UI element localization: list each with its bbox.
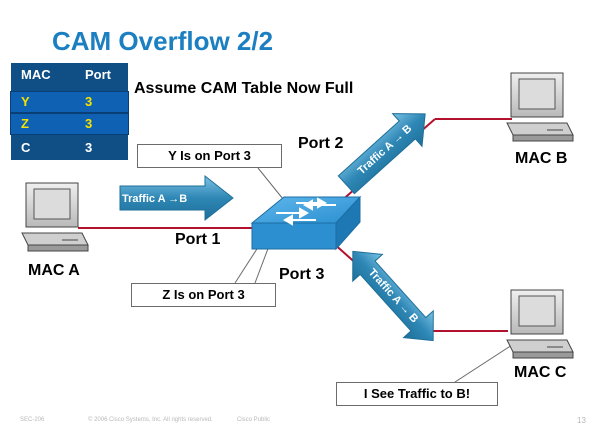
footer-copyright: © 2006 Cisco Systems, Inc. All rights re… bbox=[88, 417, 213, 423]
callout-c-sees-traffic: I See Traffic to B! bbox=[336, 382, 498, 406]
pointer-y bbox=[257, 167, 284, 200]
cam-cell-mac: Z bbox=[21, 116, 29, 131]
cam-header-port: Port bbox=[85, 67, 111, 82]
cam-cell-port: 3 bbox=[85, 140, 93, 155]
host-label-b: MAC B bbox=[515, 150, 568, 167]
slide-title: CAM Overflow 2/2 bbox=[52, 26, 274, 56]
port-3-label: Port 3 bbox=[279, 266, 325, 283]
traffic-arrow-a-b bbox=[119, 174, 234, 222]
traffic-arrow-port2 bbox=[337, 113, 426, 195]
port-2-label: Port 2 bbox=[298, 135, 344, 152]
switch-icon bbox=[250, 195, 362, 251]
traffic-label-port3: Traffic A → B bbox=[366, 267, 421, 326]
cam-table-row: C 3 bbox=[11, 138, 128, 158]
host-label-a: MAC A bbox=[28, 262, 80, 279]
port-1-label: Port 1 bbox=[175, 231, 221, 248]
cam-cell-mac: Y bbox=[21, 94, 30, 109]
cam-cell-port: 3 bbox=[85, 116, 93, 131]
cam-table-row: Z 3 bbox=[10, 113, 129, 135]
computer-icon bbox=[21, 182, 89, 252]
computer-icon bbox=[506, 72, 574, 142]
pointer-c bbox=[454, 344, 513, 383]
cam-cell-port: 3 bbox=[85, 94, 93, 109]
callout-y-port3: Y Is on Port 3 bbox=[137, 144, 282, 168]
callout-z-port3: Z Is on Port 3 bbox=[131, 283, 276, 307]
host-label-c: MAC C bbox=[514, 364, 567, 381]
cam-header-mac: MAC bbox=[21, 67, 51, 82]
cam-table: MAC Port Y 3 Z 3 C 3 bbox=[10, 63, 129, 160]
traffic-arrow-port3 bbox=[352, 250, 434, 342]
cam-table-row: Y 3 bbox=[10, 91, 129, 113]
footer-code: SEC-206 bbox=[20, 417, 45, 423]
page-number: 13 bbox=[577, 416, 586, 425]
assumption-text: Assume CAM Table Now Full bbox=[134, 80, 354, 97]
cam-table-header: MAC Port bbox=[11, 65, 128, 85]
traffic-label-port2: Traffic A → B bbox=[356, 123, 415, 178]
footer-classification: Cisco Public bbox=[237, 417, 271, 423]
computer-icon bbox=[506, 289, 574, 359]
traffic-label-a-b: Traffic A →B bbox=[122, 193, 187, 205]
cam-cell-mac: C bbox=[21, 140, 31, 155]
